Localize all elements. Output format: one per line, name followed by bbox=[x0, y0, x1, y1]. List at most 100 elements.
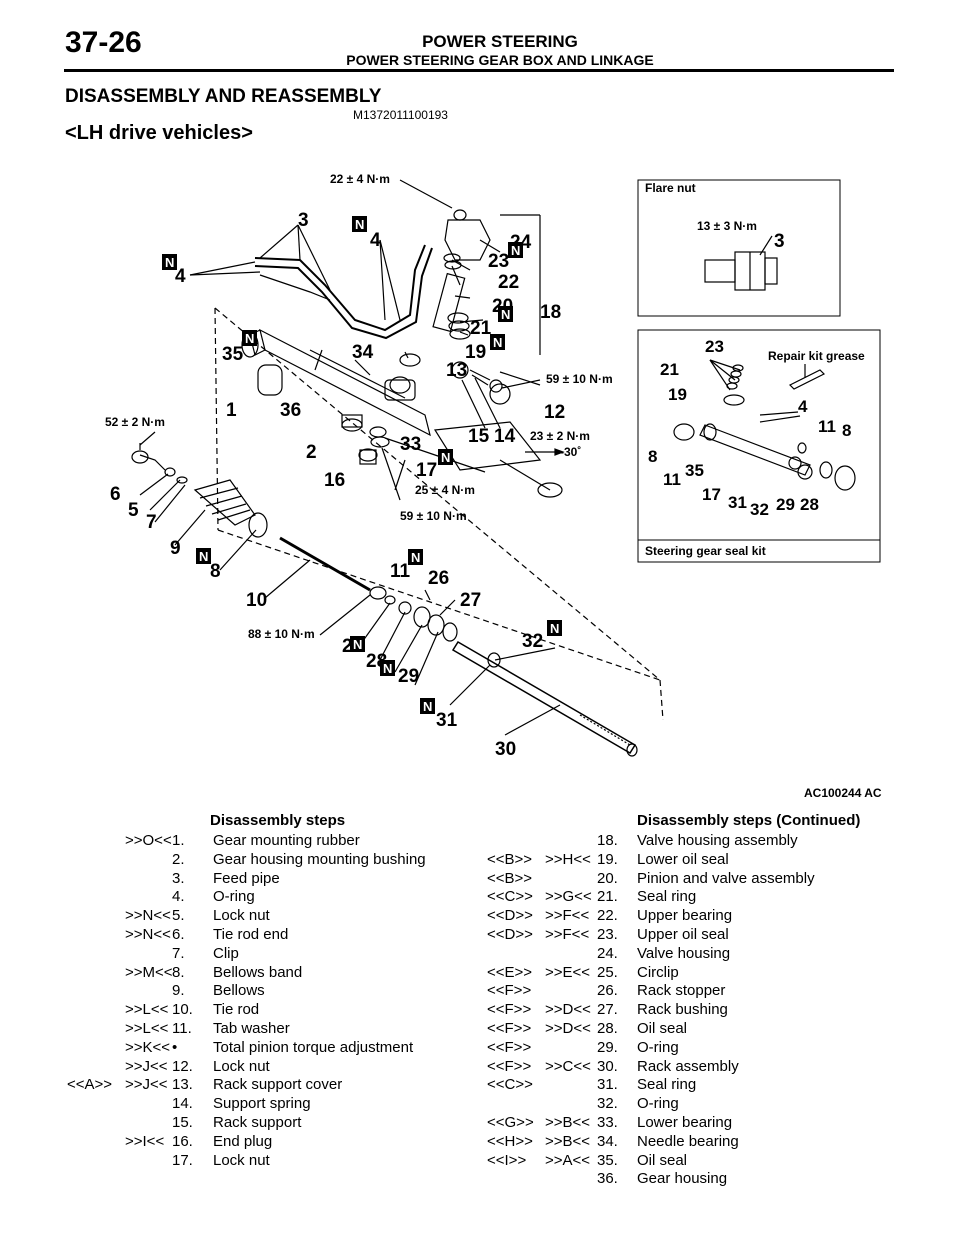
part-number-label: 18 bbox=[540, 302, 561, 323]
step-label: Tab washer bbox=[213, 1020, 290, 1037]
step-number: 16. bbox=[172, 1132, 193, 1150]
section-title: DISASSEMBLY AND REASSEMBLY bbox=[65, 86, 382, 107]
part-number-label: 6 bbox=[110, 484, 121, 505]
part-number-label: 13 bbox=[446, 360, 467, 381]
part-number-label: 7 bbox=[146, 512, 157, 533]
new-part-badge-letter: N bbox=[355, 217, 364, 232]
part-number-label: 21 bbox=[470, 318, 492, 339]
ref-code-pre: <<A>> bbox=[67, 1076, 113, 1094]
step-number: 19. bbox=[597, 850, 618, 868]
part-number-label: 9 bbox=[170, 538, 181, 559]
torque-88: 88 ± 10 N·m bbox=[248, 627, 315, 641]
step-number: 12. bbox=[172, 1057, 193, 1075]
step-number: 34. bbox=[597, 1132, 618, 1150]
step-label: Gear housing bbox=[637, 1170, 728, 1188]
step-label: End plug bbox=[213, 1132, 273, 1150]
part-number-label: 35 bbox=[222, 344, 244, 365]
part-number-label: 23 bbox=[488, 251, 509, 272]
ref-code-post: >>A<< bbox=[545, 1151, 591, 1169]
ref-code-post: >>D<< bbox=[545, 1001, 591, 1019]
part-number-label: 26 bbox=[428, 568, 449, 589]
new-part-badge-letter: N bbox=[245, 331, 254, 346]
inset-part-number-label: 4 bbox=[798, 397, 808, 416]
page-number: 37-26 bbox=[65, 26, 142, 59]
part-number-label: 33 bbox=[400, 434, 421, 455]
step-number: 36. bbox=[597, 1170, 618, 1188]
part-number-label: 29 bbox=[398, 666, 419, 687]
inset-part-number-label: 21 bbox=[660, 360, 679, 379]
inset-part-number-label: 8 bbox=[842, 421, 851, 440]
step-number: 32. bbox=[597, 1095, 618, 1113]
header-subtitle: POWER STEERING GEAR BOX AND LINKAGE bbox=[346, 52, 654, 68]
ref-code-pre: <<D>> bbox=[487, 926, 533, 943]
step-label: Tie rod bbox=[213, 1001, 260, 1019]
step-label: Oil seal bbox=[637, 1020, 688, 1037]
new-part-badge bbox=[162, 254, 177, 270]
step-number: 21. bbox=[597, 888, 618, 906]
step-label: Lower oil seal bbox=[637, 850, 729, 868]
step-label: Upper oil seal bbox=[637, 926, 729, 943]
step-number: 2. bbox=[172, 850, 185, 868]
new-part-badge-letter: N bbox=[550, 621, 559, 636]
step-label: Rack assembly bbox=[637, 1057, 739, 1075]
ref-code-post: >>C<< bbox=[545, 1057, 591, 1075]
step-label: Rack support bbox=[213, 1114, 302, 1131]
part-number-label: 30 bbox=[495, 739, 516, 760]
ref-code-post: >>B<< bbox=[545, 1132, 591, 1150]
step-number: 1. bbox=[172, 832, 185, 849]
part-number-label: 27 bbox=[460, 590, 481, 611]
step-label: Pinion and valve assembly bbox=[637, 869, 815, 887]
ref-code-post: >>F<< bbox=[545, 926, 590, 943]
step-label: Rack stopper bbox=[637, 982, 726, 1000]
ref-code-pre: <<I>> bbox=[487, 1151, 527, 1169]
step-number: 27. bbox=[597, 1001, 618, 1019]
step-number: 5. bbox=[172, 907, 185, 925]
step-label: Seal ring bbox=[637, 888, 697, 906]
ref-code-pre: <<F>> bbox=[487, 1057, 532, 1075]
part-number-label: 31 bbox=[436, 710, 458, 731]
header-title: POWER STEERING bbox=[422, 32, 578, 51]
part-number-label: 17 bbox=[416, 460, 437, 481]
part-number-label: 11 bbox=[390, 561, 411, 582]
new-part-badge-letter: N bbox=[411, 550, 420, 565]
ref-code-pre: <<C>> bbox=[487, 888, 533, 906]
part-number-label: 32 bbox=[522, 631, 543, 652]
part-number-label: 10 bbox=[246, 590, 267, 611]
step-number: 24. bbox=[597, 944, 618, 962]
step-label: Valve housing bbox=[637, 944, 731, 962]
torque-52: 52 ± 2 N·m bbox=[105, 415, 165, 429]
step-label: Rack bushing bbox=[637, 1001, 728, 1019]
inset-part-number-label: 11 bbox=[818, 417, 836, 436]
inset-part-number-label: 11 bbox=[663, 470, 681, 489]
ref-code-pre: <<F>> bbox=[487, 1020, 532, 1037]
step-number: 31. bbox=[597, 1076, 618, 1094]
step-number: 30. bbox=[597, 1057, 618, 1075]
step-number: 3. bbox=[172, 869, 185, 887]
figure-id: AC100244 AC bbox=[804, 786, 882, 800]
step-label: Lock nut bbox=[213, 907, 270, 925]
new-part-badge bbox=[380, 660, 395, 676]
part-number-label: 34 bbox=[352, 342, 374, 363]
part-number-label: 15 bbox=[468, 426, 490, 447]
flare-nut-part: 3 bbox=[774, 231, 785, 252]
ref-code-pre: <<E>> bbox=[487, 963, 533, 981]
new-part-badge-letter: N bbox=[353, 637, 362, 652]
new-part-badge bbox=[352, 216, 367, 232]
new-part-badge bbox=[242, 330, 257, 346]
new-part-badge-letter: N bbox=[501, 307, 510, 322]
step-label: Total pinion torque adjustment bbox=[213, 1038, 414, 1056]
seal-kit-title: Steering gear seal kit bbox=[645, 544, 766, 558]
ref-code-pre: <<G>> bbox=[487, 1114, 534, 1131]
new-part-badge-letter: N bbox=[383, 661, 392, 676]
new-part-badge-letter: N bbox=[165, 255, 174, 270]
new-part-badge bbox=[498, 306, 513, 322]
exploded-diagram: 22 ± 4 N·m 59 ± 10 N·m 52 ± 2 N·m 23 ± 2… bbox=[105, 172, 882, 800]
step-label: Gear mounting rubber bbox=[213, 832, 360, 849]
step-number: 18. bbox=[597, 832, 618, 849]
step-number: 20. bbox=[597, 869, 618, 887]
inset-part-number-label: 29 bbox=[776, 495, 795, 514]
new-part-badge bbox=[420, 698, 435, 714]
new-part-badge-letter: N bbox=[511, 243, 520, 258]
inset-part-number-label: 32 bbox=[750, 500, 769, 519]
flare-nut-torque: 13 ± 3 N·m bbox=[697, 219, 757, 233]
